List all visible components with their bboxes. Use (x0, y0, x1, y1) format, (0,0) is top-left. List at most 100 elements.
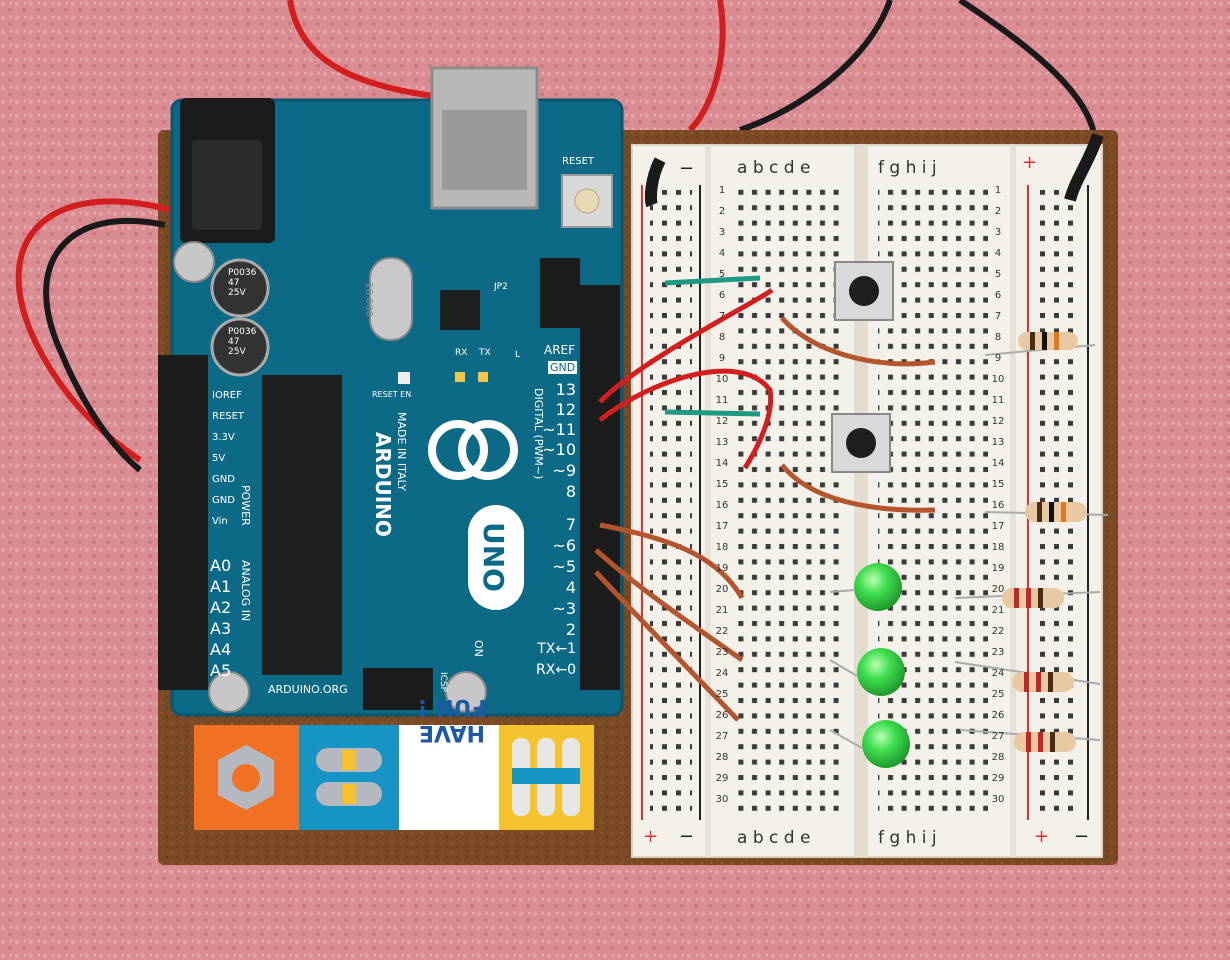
black-power-wire-left (43, 217, 166, 473)
column-labels-top-right: f g h i j (878, 158, 937, 178)
pin-label: A3 (210, 619, 232, 638)
crystal-label: 16.000 (363, 282, 374, 317)
row-number: 7 (994, 311, 1002, 322)
capacitor-label: P0036 47 25V (228, 268, 257, 298)
pin-label: RESET (212, 411, 245, 422)
row-number: 18 (715, 542, 729, 553)
row-number: 4 (718, 248, 726, 259)
row-number: 28 (715, 752, 729, 763)
pin-label: 12 (555, 400, 576, 419)
row-number: 6 (718, 290, 726, 301)
pin-label: 4 (565, 578, 576, 597)
icsp-label: ICSP (438, 672, 448, 693)
row-number: 25 (991, 689, 1005, 700)
pin-label: Vin (212, 516, 228, 527)
row-number: 7 (718, 311, 726, 322)
row-number: 25 (715, 689, 729, 700)
capacitor (210, 317, 270, 377)
row-number: 13 (715, 437, 729, 448)
row-number: 15 (715, 479, 729, 490)
rail-plus-top-right: + (1022, 152, 1038, 173)
reset-label: RESET (562, 156, 595, 167)
made-in-label: MADE IN ITALY (395, 412, 408, 491)
rail-plus-bottom-left: + (643, 826, 659, 847)
jp2-label: JP2 (494, 282, 508, 292)
pin-label: ~11 (542, 420, 576, 439)
row-number: 12 (991, 416, 1005, 427)
rail-minus-bottom-right: − (1074, 826, 1090, 847)
have-fun-sticker (194, 725, 594, 830)
row-number: 21 (715, 605, 729, 616)
red-wire-top-right (687, 0, 726, 133)
on-label: ON (472, 640, 485, 657)
row-number: 8 (718, 332, 726, 343)
row-number: 23 (715, 647, 729, 658)
row-number: 10 (991, 374, 1005, 385)
row-number: 8 (994, 332, 1002, 343)
screw (208, 671, 250, 713)
arduino-uno-board (158, 66, 624, 717)
row-number: 16 (991, 500, 1005, 511)
pin-label: A2 (210, 598, 232, 617)
atmega-chip (262, 375, 342, 675)
row-number: 10 (715, 374, 729, 385)
power-header (158, 355, 208, 690)
row-number: 17 (715, 521, 729, 532)
row-number: 11 (715, 395, 729, 406)
capacitor-label: P0036 47 25V (228, 327, 257, 357)
digital-header (580, 285, 620, 690)
board-brand: ARDUINO (371, 432, 395, 537)
capacitor (210, 258, 270, 318)
row-number: 2 (994, 206, 1002, 217)
row-number: 26 (991, 710, 1005, 721)
pin-label: 13 (555, 380, 576, 399)
screw (445, 671, 487, 713)
pin-label: 3.3V (212, 432, 235, 443)
board-model: UNO (477, 522, 510, 592)
website-label: ARDUINO.ORG (268, 683, 348, 696)
pin-label: A1 (210, 577, 232, 596)
pin-label: IOREF (212, 390, 242, 401)
row-number: 30 (991, 794, 1005, 805)
pin-label: A4 (210, 640, 232, 659)
resistors (954, 332, 1109, 752)
row-number: 5 (718, 269, 726, 280)
rail-minus-top-left: − (679, 158, 695, 179)
rail-plus-bottom-right: + (1034, 826, 1050, 847)
column-labels-bottom-left: a b c d e (737, 828, 811, 848)
row-number: 29 (991, 773, 1005, 784)
row-number: 1 (994, 185, 1002, 196)
tactile-buttons (831, 261, 894, 473)
row-number: 14 (991, 458, 1005, 469)
row-number: 23 (991, 647, 1005, 658)
column-labels-bottom-right: f g h i j (878, 828, 937, 848)
row-number: 16 (715, 500, 729, 511)
row-number: 2 (718, 206, 726, 217)
rail-minus-bottom-left: − (679, 826, 695, 847)
pin-label: RX←0 (536, 662, 576, 678)
row-number: 18 (991, 542, 1005, 553)
pin-label: 8 (565, 482, 576, 501)
row-number: 24 (715, 668, 729, 679)
pin-label: ~9 (552, 461, 576, 480)
column-labels-top-left: a b c d e (737, 158, 811, 178)
pin-label: GND (212, 474, 235, 485)
crystal-oscillator (369, 257, 413, 341)
row-number: 14 (715, 458, 729, 469)
row-number: 29 (715, 773, 729, 784)
pin-label: A5 (210, 661, 232, 680)
pin-label: ~6 (552, 536, 576, 555)
rx-label: RX (455, 348, 468, 358)
tx-label: TX (479, 348, 491, 358)
black-wire-top (739, 0, 893, 133)
pin-label: ~10 (542, 440, 576, 459)
pin-label: A0 (210, 556, 232, 575)
row-number: 15 (991, 479, 1005, 490)
row-number: 1 (718, 185, 726, 196)
row-number: 24 (991, 668, 1005, 679)
gnd-label: GND (548, 361, 578, 374)
row-number: 22 (991, 626, 1005, 637)
icsp-header (363, 668, 433, 710)
sticker-text: HAVE FUN ! (417, 694, 487, 745)
